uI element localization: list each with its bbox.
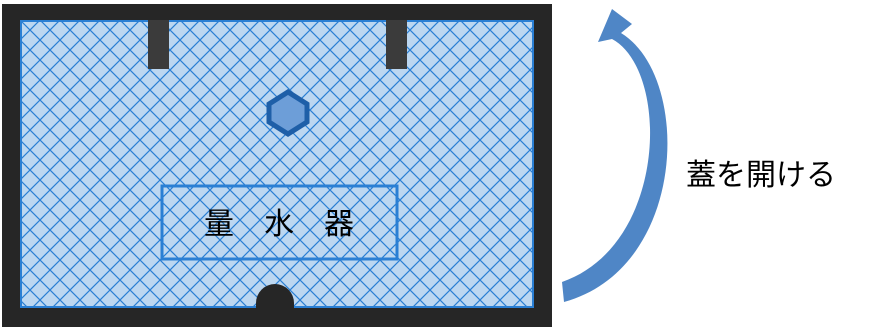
action-label: 蓋を開ける — [686, 158, 836, 193]
lid-hinge-right — [386, 20, 407, 69]
meter-label: 量 水 器 — [204, 207, 354, 242]
lid-notch — [256, 284, 294, 313]
lid-hinge-left — [148, 20, 169, 69]
curved-arrow-icon — [562, 9, 668, 302]
meter-box-lid — [20, 20, 534, 308]
meter-label-box — [160, 184, 399, 261]
hexagon-icon — [266, 89, 310, 137]
